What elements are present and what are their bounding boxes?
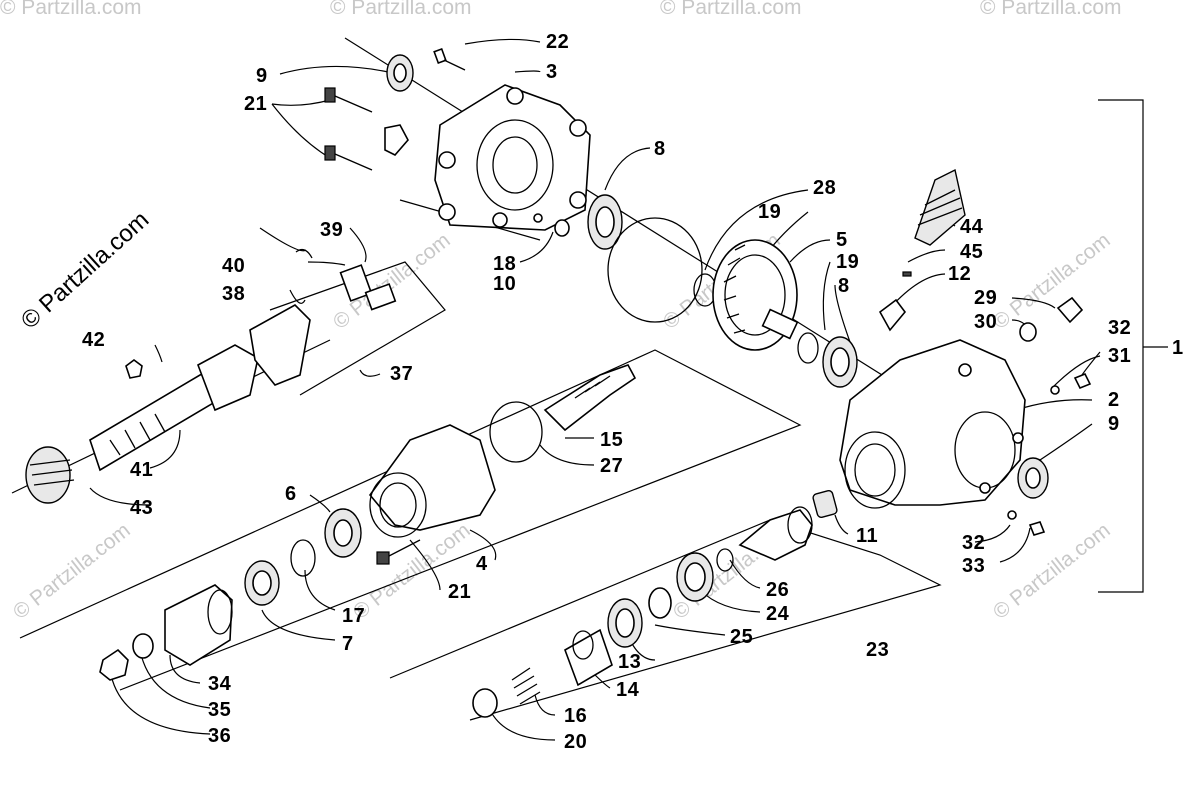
callout-21: 21 <box>244 93 267 115</box>
callout-42: 42 <box>82 329 105 351</box>
callout-8: 8 <box>838 275 850 297</box>
callout-44: 44 <box>960 216 984 238</box>
watermark-faint: © Partzilla.com <box>989 519 1115 624</box>
watermark-faint: © Partzilla.com <box>0 0 142 19</box>
callout-10: 10 <box>493 273 516 295</box>
watermark-faint: © Partzilla.com <box>330 0 472 19</box>
watermark-faint: © Partzilla.com <box>9 519 135 624</box>
callout-38: 38 <box>222 283 245 305</box>
callout-19: 19 <box>836 251 859 273</box>
axle-shaft-part <box>89 344 259 472</box>
callout-37: 37 <box>390 363 413 385</box>
callout-9: 9 <box>1108 413 1120 435</box>
screw-part <box>433 47 466 71</box>
callout-33: 33 <box>962 555 985 577</box>
callout-20: 20 <box>564 731 587 753</box>
callout-11: 11 <box>856 525 878 547</box>
cover-plate-part <box>434 84 591 231</box>
seal-part <box>386 54 414 92</box>
callout-24: 24 <box>766 603 790 625</box>
callout-30: 30 <box>974 311 997 333</box>
callout-41: 41 <box>130 459 153 481</box>
callout-17: 17 <box>342 605 365 627</box>
callout-2: 2 <box>1108 389 1120 411</box>
callout-29: 29 <box>974 287 997 309</box>
callout-27: 27 <box>600 455 623 477</box>
bolt-part <box>324 87 373 171</box>
callout-34: 34 <box>208 673 232 695</box>
callout-8: 8 <box>654 138 666 160</box>
watermark-faint: © Partzilla.com <box>660 0 802 19</box>
callout-36: 36 <box>208 725 231 747</box>
callout-35: 35 <box>208 699 231 721</box>
callout-25: 25 <box>730 626 753 648</box>
callout-6: 6 <box>285 483 297 505</box>
callout-32: 32 <box>962 532 985 554</box>
callout-4: 4 <box>476 553 488 575</box>
callout-40: 40 <box>222 255 245 277</box>
boot-part <box>914 168 966 246</box>
shaft-part <box>543 364 637 432</box>
part-drawings <box>25 47 1092 718</box>
watermark-faint: © Partzilla.com <box>980 0 1122 19</box>
callout-labels: 1 2 3 4 5 6 7 8 8 9 9 10 11 12 13 14 15 … <box>82 31 1184 753</box>
callout-7: 7 <box>342 633 354 655</box>
boot-part <box>25 446 75 504</box>
pinion-housing-part <box>368 424 496 538</box>
callout-45: 45 <box>960 241 983 263</box>
callout-3: 3 <box>546 61 558 83</box>
watermark-faint: © Partzilla.com <box>989 229 1115 334</box>
callout-22: 22 <box>546 31 569 53</box>
callout-18: 18 <box>493 253 516 275</box>
callout-28: 28 <box>813 177 836 199</box>
bearing-part <box>822 336 858 388</box>
callout-1: 1 <box>1172 337 1184 359</box>
seal-part <box>1017 457 1049 499</box>
housing-part <box>839 339 1026 509</box>
callout-23: 23 <box>866 639 889 661</box>
callout-9: 9 <box>256 65 268 87</box>
callout-32: 32 <box>1108 317 1131 339</box>
callout-5: 5 <box>836 229 848 251</box>
pinion-gear-part <box>738 506 813 561</box>
faint-watermarks: © Partzilla.com © Partzilla.com © Partzi… <box>0 0 1122 624</box>
callout-31: 31 <box>1108 345 1131 367</box>
callout-16: 16 <box>564 705 587 727</box>
callout-39: 39 <box>320 219 343 241</box>
callout-19: 19 <box>758 201 781 223</box>
yoke-part <box>164 584 233 666</box>
watermark-faint: © Partzilla.com <box>349 519 475 624</box>
callout-21: 21 <box>448 581 471 603</box>
callout-43: 43 <box>130 497 153 519</box>
callout-15: 15 <box>600 429 623 451</box>
u-joint-part <box>339 264 397 311</box>
watermark-main: © Partzilla.com <box>16 206 154 334</box>
callout-13: 13 <box>618 651 641 673</box>
bearing-part <box>587 194 623 250</box>
ring-gear-part <box>712 239 799 351</box>
callout-12: 12 <box>948 263 971 285</box>
callout-26: 26 <box>766 579 789 601</box>
callout-14: 14 <box>616 679 640 701</box>
